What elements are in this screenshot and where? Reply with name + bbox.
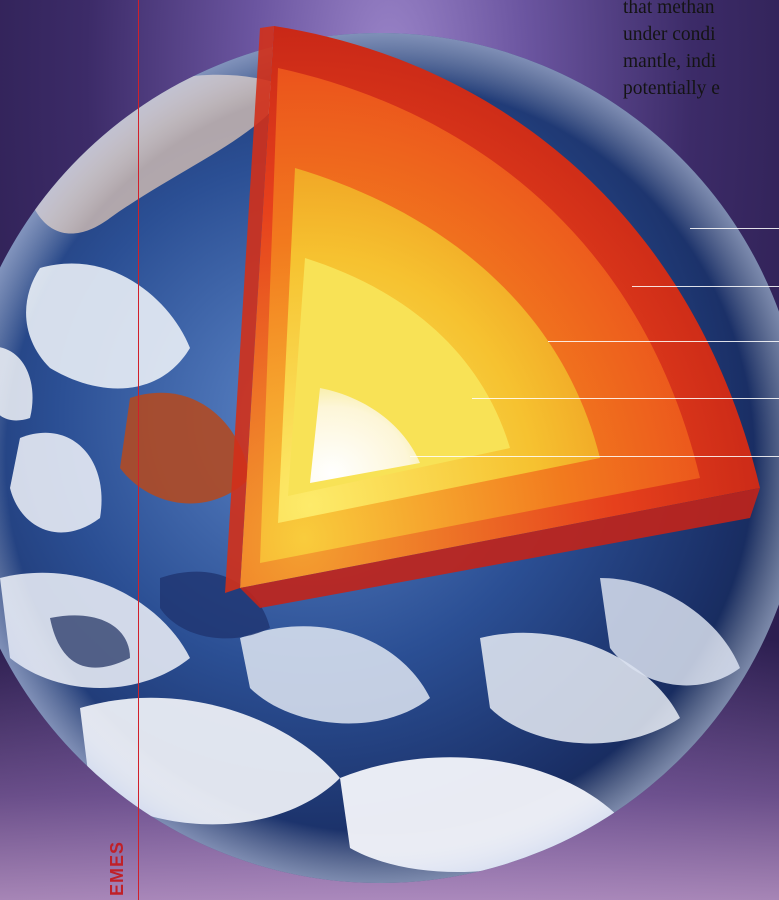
leader-line-inner-core <box>410 456 779 457</box>
margin-rule <box>138 0 139 900</box>
article-text-line: potentially e <box>623 78 720 99</box>
layer-inner-core <box>310 388 420 483</box>
article-text-line: mantle, indi <box>623 51 717 72</box>
leader-line-lower-mantle <box>548 341 779 342</box>
article-text-line: that methan <box>623 0 715 18</box>
article-text-line: under condi <box>623 24 716 45</box>
leader-line-crust <box>690 228 779 229</box>
leader-line-outer-core <box>472 398 779 399</box>
article-text-snippet: that methan under condi mantle, indi pot… <box>623 0 779 102</box>
section-side-label: EMES <box>107 840 127 896</box>
cutaway-wedge <box>225 26 760 608</box>
earth-cutaway-illustration <box>0 26 779 883</box>
leader-line-upper-mantle <box>632 286 779 287</box>
